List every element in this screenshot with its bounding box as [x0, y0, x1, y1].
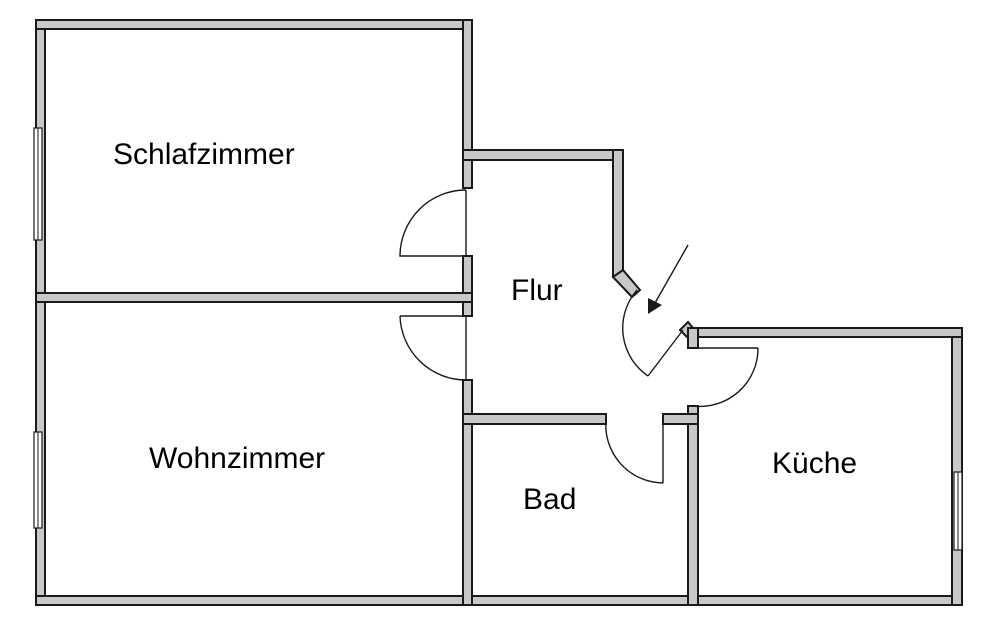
wall-top-kitchen	[687, 327, 963, 338]
wall-bedroom-right-top	[462, 19, 473, 189]
arrow-icon	[648, 244, 689, 314]
door-entrance	[622, 289, 684, 377]
wall-kitchen-left-top	[687, 327, 699, 349]
label-kueche: Küche	[772, 447, 857, 480]
wall-flur-right	[612, 149, 624, 278]
door-living	[399, 315, 467, 381]
label-flur: Flur	[511, 274, 563, 307]
walls	[35, 19, 963, 606]
doors	[399, 189, 759, 484]
wall-living-right	[462, 379, 473, 606]
label-wohnzimmer: Wohnzimmer	[149, 442, 325, 475]
wall-right-kitchen	[951, 327, 963, 606]
wall-bottom	[35, 595, 963, 606]
windows	[33, 127, 963, 551]
label-bad: Bad	[523, 483, 576, 516]
wall-bedroom-living	[35, 292, 473, 303]
wall-bedroom-right-mid	[462, 255, 473, 317]
wall-flur-top	[462, 149, 624, 161]
door-bedroom	[399, 189, 467, 257]
wall-kitchen-left	[687, 405, 699, 606]
wall-bad-top-left	[462, 413, 607, 425]
door-kitchen	[692, 347, 759, 408]
door-bathroom	[605, 419, 664, 484]
wall-flur-diagonal	[611, 268, 642, 299]
wall-top-bedroom	[35, 19, 473, 30]
label-schlafzimmer: Schlafzimmer	[113, 138, 295, 171]
wall-bad-top-right	[662, 413, 699, 425]
